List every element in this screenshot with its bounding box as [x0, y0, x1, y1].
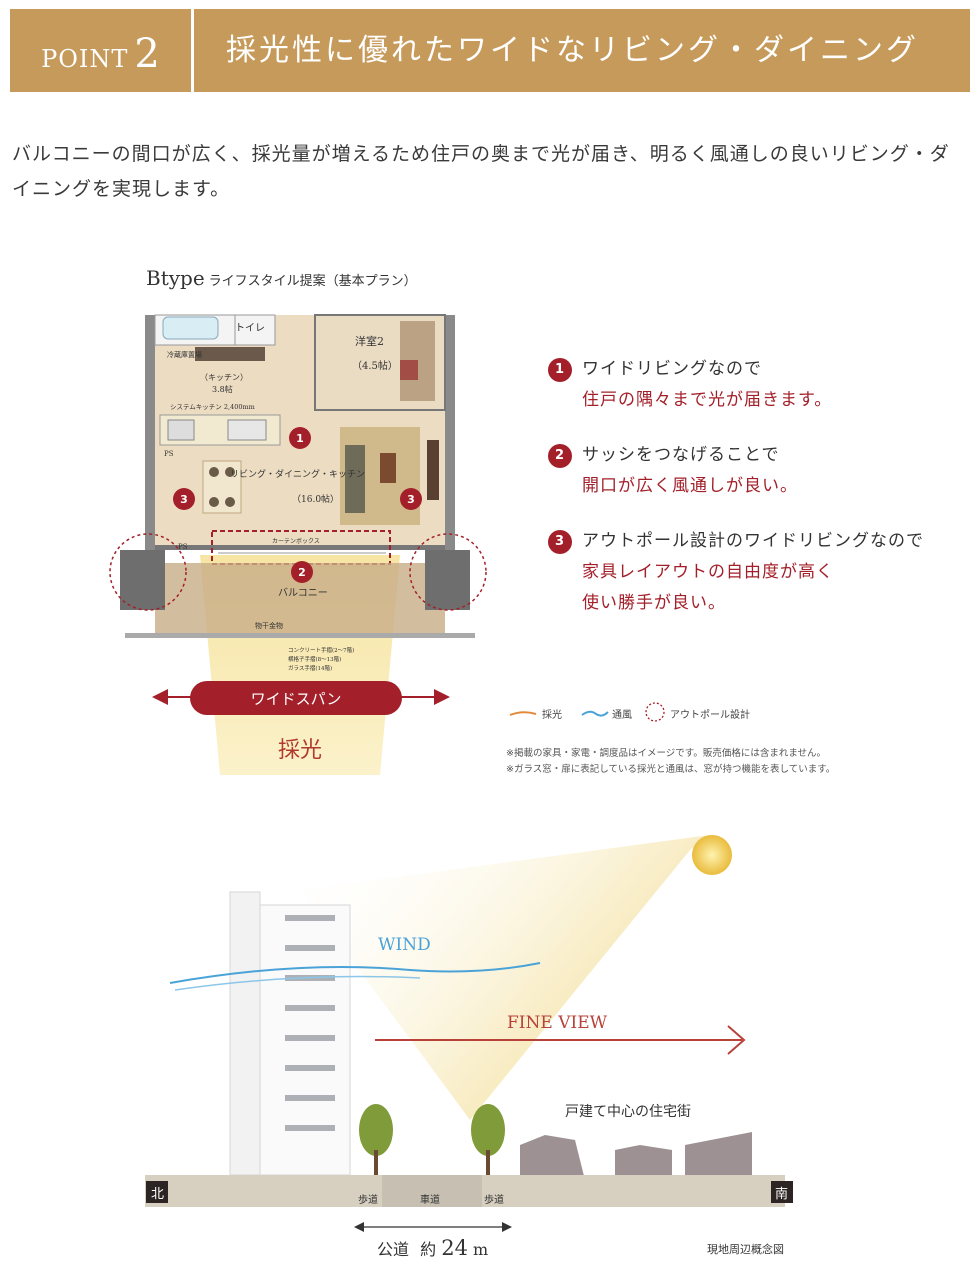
point-word: POINT [41, 45, 129, 73]
ps-label-1: PS [164, 450, 174, 458]
point-highlight: 開口が広く風通しが良い。 [582, 476, 798, 496]
sun-icon [692, 835, 732, 875]
notes: ※掲載の家具・家電・調度品はイメージです。販売価格には含まれません。 ※ガラス窓… [506, 746, 835, 778]
outpole-circle-right [409, 533, 487, 611]
western-room-label: 洋室2 [355, 334, 384, 348]
toilet-label: トイレ [235, 323, 265, 334]
fridge-label: 冷蔵庫置場 [167, 350, 202, 359]
cabinet [195, 347, 265, 361]
building [229, 891, 261, 1176]
plan-subtitle: ライフスタイル提案（基本プラン） [208, 274, 417, 289]
page-title: 採光性に優れたワイドなリビング・ダイニング [226, 33, 919, 68]
north-label: 北 [151, 1187, 164, 1202]
point-highlight: 使い勝手が良い。 [582, 593, 726, 613]
note: ※ガラス窓・扉に表記している採光と通風は、窓が持つ機能を表しています。 [506, 764, 836, 775]
point-item-2: 2 サッシをつなげることで 開口が広く風通しが良い。 [548, 440, 798, 502]
point-number-badge: 1 [548, 358, 572, 382]
point-line: アウトポール設計のワイドリビングなので [582, 531, 924, 551]
tree-icon [471, 1104, 505, 1175]
daylight-label: 採光 [278, 738, 322, 763]
point-highlight: 住戸の隅々まで光が届きます。 [582, 390, 833, 410]
point-number-badge: 2 [548, 444, 572, 468]
roadway [382, 1175, 482, 1207]
roadway-label: 車道 [420, 1193, 440, 1206]
kitchen-size: 3.8帖 [212, 384, 233, 394]
sofa [345, 445, 365, 513]
point-number-badge: 3 [548, 530, 572, 554]
marker-3-right: 3 [407, 493, 415, 506]
ldk-label: リビング・ダイニング・キッチン [230, 468, 365, 480]
diagram-caption: 現地周辺概念図 [707, 1242, 784, 1256]
outpole-left [120, 550, 165, 610]
marker-1: 1 [296, 432, 304, 445]
site-concept-diagram: WIND FINE VIEW 戸建て中心の住宅街 北 南 歩道 車道 歩道 公道… [145, 835, 793, 1260]
bathtub [162, 316, 219, 340]
tree-icon [359, 1104, 393, 1175]
wind-legend-icon [581, 710, 609, 717]
fine-view-label: FINE VIEW [507, 1013, 608, 1033]
wind-label: WIND [378, 935, 431, 955]
wind-line [169, 962, 541, 984]
south-label: 南 [775, 1186, 788, 1202]
point-item-3: 3 アウトポール設計のワイドリビングなので 家具レイアウトの自由度が高く 使い勝… [548, 526, 924, 619]
dining-table [202, 460, 242, 514]
sidewalk-label-1: 歩道 [358, 1193, 378, 1206]
sidewalk-label-2: 歩道 [484, 1193, 504, 1206]
note: ※掲載の家具・家電・調度品はイメージです。販売価格には含まれません。 [506, 748, 827, 759]
light-legend-icon [509, 711, 537, 716]
south-marker [771, 1181, 793, 1203]
system-kitchen-label: システムキッチン 2,400mm [170, 403, 255, 411]
wide-span-badge [190, 681, 402, 715]
legend-light: 採光 [542, 710, 562, 721]
tv-board [427, 440, 439, 500]
legend-outpole: アウトポール設計 [670, 710, 750, 721]
railing-2: 横格子手摺(8〜13階) [288, 655, 341, 663]
drying-label: 物干金物 [255, 621, 283, 630]
north-marker [146, 1181, 168, 1203]
ldk-size: （16.0帖） [292, 493, 339, 505]
houses-label: 戸建て中心の住宅街 [565, 1104, 691, 1120]
outpole-circle-left [109, 533, 187, 611]
outpole-legend-icon [645, 702, 665, 722]
sunlight-rays [300, 835, 710, 1120]
marker-2: 2 [298, 566, 306, 579]
wide-span-label: ワイドスパン [251, 690, 342, 708]
point-number: 2 [134, 31, 160, 77]
point-item-1: 1 ワイドリビングなので 住戸の隅々まで光が届きます。 [548, 354, 833, 416]
floor-plan: トイレ 洋室2 （4.5帖） 冷蔵庫置場 （キッチン） 3.8帖 システムキッチ… [109, 314, 487, 775]
ps-label-2: PS [178, 543, 188, 551]
legend-wind: 通風 [612, 710, 632, 721]
header-divider [191, 9, 194, 92]
marker-3-left: 3 [180, 493, 188, 506]
houses-silhouette [520, 1132, 752, 1180]
intro-text: バルコニーの間口が広く、採光量が増えるため住戸の奥まで光が届き、明るく風通しの良… [12, 143, 950, 200]
railing-3: ガラス手摺(14階) [288, 664, 332, 672]
point-line: サッシをつなげることで [582, 445, 780, 465]
point-line: ワイドリビングなので [582, 359, 762, 379]
balcony-label: バルコニー [278, 587, 328, 599]
curtain-box-label: カーテンボックス [272, 537, 320, 545]
western-room-size: （4.5帖） [352, 359, 398, 372]
railing-1: コンクリート手摺(2〜7階) [288, 646, 354, 654]
plan-type: Btype [146, 266, 205, 290]
kitchen-label: （キッチン） [200, 373, 248, 382]
road-label: 公道 約 24 m [377, 1236, 488, 1260]
point-highlight: 家具レイアウトの自由度が高く [582, 562, 834, 582]
outpole-right [425, 550, 470, 610]
